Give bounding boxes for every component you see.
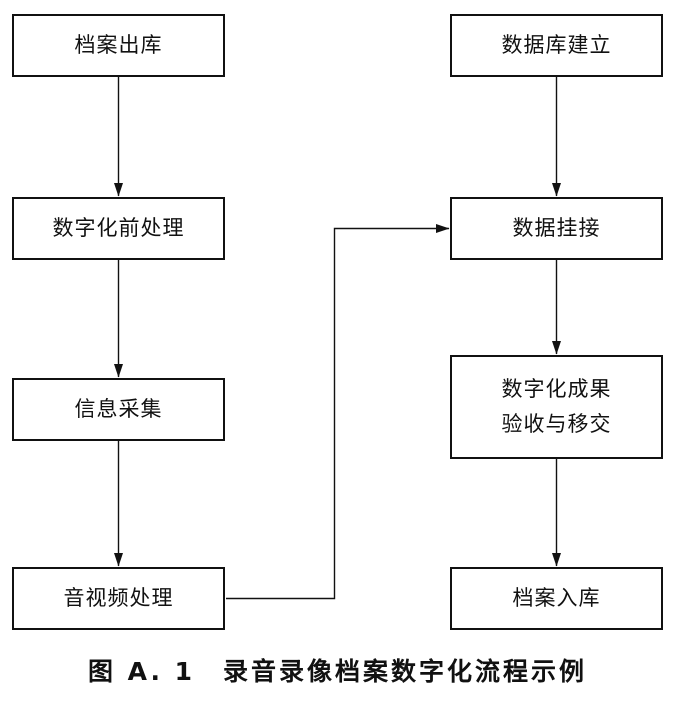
node-info-capture: 信息采集 <box>12 378 225 441</box>
node-pre-digitization-label: 数字化前处理 <box>52 216 185 240</box>
node-data-linking: 数据挂接 <box>450 197 663 260</box>
node-acceptance-transfer-label-line2: 验收与移交 <box>501 412 612 436</box>
node-av-processing-label: 音视频处理 <box>63 586 174 610</box>
node-archive-storage-label: 档案入库 <box>512 586 601 610</box>
node-archive-storage: 档案入库 <box>450 567 663 630</box>
node-av-processing: 音视频处理 <box>12 567 225 630</box>
node-info-capture-label: 信息采集 <box>74 397 163 421</box>
node-archive-checkout: 档案出库 <box>12 14 225 77</box>
node-data-linking-label: 数据挂接 <box>512 216 601 240</box>
node-archive-checkout-label: 档案出库 <box>74 33 163 57</box>
node-pre-digitization: 数字化前处理 <box>12 197 225 260</box>
node-acceptance-transfer-label-line1: 数字化成果 <box>501 377 612 401</box>
arrow-av-processing-to-data-linking <box>226 224 450 600</box>
figure-caption: 图 A. 1 录音录像档案数字化流程示例 <box>87 657 588 686</box>
node-acceptance-transfer: 数字化成果 验收与移交 <box>450 355 663 459</box>
node-database-setup: 数据库建立 <box>450 14 663 77</box>
node-database-setup-label: 数据库建立 <box>501 33 612 57</box>
